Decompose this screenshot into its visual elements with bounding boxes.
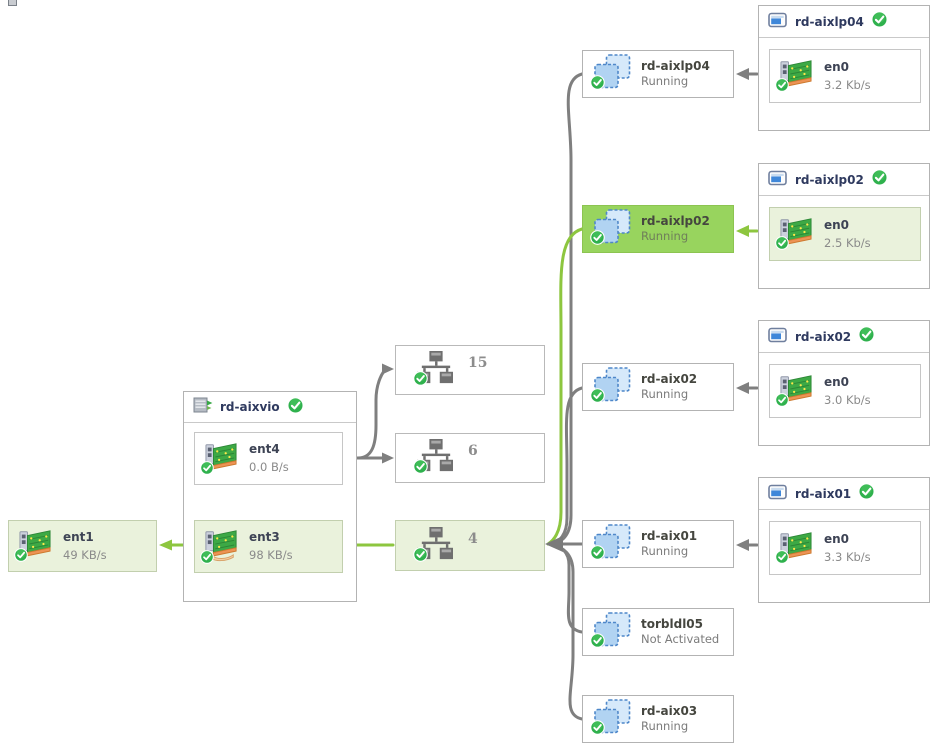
adapter-name: ent4 [249, 442, 280, 457]
host-header: rd-aix02 [759, 321, 929, 353]
adapter-node-en0[interactable]: en0 3.0 Kb/s [769, 364, 921, 418]
host-header: rd-aixlp02 [759, 164, 929, 196]
vm-partition-icon [592, 54, 632, 94]
node-switch-6[interactable]: 6 [395, 433, 545, 483]
adapter-node-en0[interactable]: en0 3.2 Kb/s [769, 49, 921, 103]
server-rack-icon [193, 397, 213, 417]
node-vio-rd-aixvio[interactable]: rd-aixvio ent4 0.0 B/s ent3 98 KB/s [183, 391, 357, 602]
arrowhead-aix01 [736, 539, 749, 551]
lpar-name: rd-aixlp04 [641, 58, 710, 73]
computer-icon [768, 170, 788, 190]
host-title: rd-aixlp02 [795, 172, 864, 187]
vio-header: rd-aixvio [184, 392, 356, 423]
status-ok-check-icon [871, 169, 888, 190]
node-lpar-rd-aix03[interactable]: rd-aix03 Running [582, 695, 734, 743]
adapter-node-ent4[interactable]: ent4 0.0 B/s [194, 432, 343, 485]
node-lpar-rd-aixlp04[interactable]: rd-aixlp04 Running [582, 50, 734, 98]
adapter-name: ent1 [63, 529, 94, 544]
lpar-status: Running [641, 544, 689, 559]
vm-partition-icon [592, 367, 632, 407]
adapter-rate: 2.5 Kb/s [824, 235, 871, 250]
vm-partition-icon [592, 524, 632, 564]
arrowhead-switch15 [382, 363, 394, 375]
status-ok-check-icon [858, 483, 875, 504]
adapter-rate: 3.3 Kb/s [824, 549, 871, 564]
vm-partition-icon [592, 612, 632, 652]
node-lpar-rd-aix02[interactable]: rd-aix02 Running [582, 363, 734, 411]
node-lpar-rd-aix01[interactable]: rd-aix01 Running [582, 520, 734, 568]
node-switch-15[interactable]: 15 [395, 345, 545, 395]
lpar-status: Running [641, 74, 689, 89]
vm-partition-icon [592, 699, 632, 739]
node-host-rd-aix01[interactable]: rd-aix01 en0 3.3 Kb/s [758, 477, 930, 603]
vio-title: rd-aixvio [220, 400, 280, 414]
computer-icon [768, 12, 788, 32]
lpar-status: Running [641, 719, 689, 734]
switch-label: 4 [468, 530, 478, 547]
node-host-rd-aix02[interactable]: rd-aix02 en0 3.0 Kb/s [758, 320, 930, 446]
lpar-name: rd-aixlp02 [641, 213, 710, 228]
node-lpar-rd-aixlp02[interactable]: rd-aixlp02 Running [582, 205, 734, 253]
network-adapter-icon [778, 58, 814, 94]
adapter-rate: 0.0 B/s [249, 460, 289, 475]
host-header: rd-aix01 [759, 478, 929, 510]
vm-partition-icon [592, 209, 632, 249]
adapter-name: en0 [824, 217, 850, 232]
arrowhead-switch4 [545, 536, 563, 552]
arrowhead-lpar04 [736, 68, 749, 80]
adapter-name: ent3 [249, 530, 280, 545]
adapter-rate: 3.2 Kb/s [824, 77, 871, 92]
status-ok-check-icon [858, 326, 875, 347]
host-title: rd-aixlp04 [795, 14, 864, 29]
window-artifact-icon [8, 0, 17, 6]
network-switch-icon [414, 351, 458, 389]
switch-label: 15 [468, 355, 488, 371]
network-switch-icon [414, 439, 458, 477]
arrowhead-aix02 [736, 382, 749, 394]
adapter-rate: 3.0 Kb/s [824, 392, 871, 407]
node-host-rd-aixlp04[interactable]: rd-aixlp04 en0 3.2 Kb/s [758, 5, 930, 131]
node-switch-4[interactable]: 4 [395, 520, 545, 571]
network-adapter-icon [778, 373, 814, 409]
arrowhead-lpar02-green [736, 225, 749, 237]
edge-torbldl05-to-switch4 [550, 543, 584, 634]
arrowhead-switch6 [382, 452, 394, 464]
computer-icon [768, 484, 788, 504]
shared-network-adapter-icon [203, 528, 239, 566]
edge-lpar02-to-switch4-green [546, 227, 584, 546]
lpar-name: torbldl05 [641, 616, 704, 631]
node-physical-adapter-ent1[interactable]: ent1 49 KB/s [8, 520, 157, 572]
status-ok-check-icon [871, 11, 888, 32]
adapter-node-ent3[interactable]: ent3 98 KB/s [194, 520, 343, 573]
arrowhead-ent1-green [159, 539, 172, 551]
status-ok-check-icon [287, 397, 304, 418]
host-title: rd-aix02 [795, 329, 852, 344]
adapter-name: en0 [824, 374, 850, 389]
network-adapter-icon [778, 216, 814, 252]
lpar-status: Running [641, 229, 689, 244]
network-adapter-icon [778, 530, 814, 566]
switch-label: 6 [468, 443, 478, 459]
adapter-rate: 98 KB/s [249, 548, 293, 563]
lpar-name: rd-aix01 [641, 528, 698, 543]
adapter-node-en0[interactable]: en0 2.5 Kb/s [769, 207, 921, 261]
computer-icon [768, 327, 788, 347]
lpar-name: rd-aix03 [641, 703, 698, 718]
network-switch-icon [414, 527, 458, 565]
adapter-rate: 49 KB/s [63, 547, 107, 562]
host-header: rd-aixlp04 [759, 6, 929, 38]
edge-aix02-to-switch4 [550, 386, 584, 546]
node-lpar-torbldl05[interactable]: torbldl05 Not Activated [582, 608, 734, 656]
node-host-rd-aixlp02[interactable]: rd-aixlp02 en0 2.5 Kb/s [758, 163, 930, 289]
adapter-node-en0[interactable]: en0 3.3 Kb/s [769, 521, 921, 575]
lpar-status: Not Activated [641, 632, 720, 647]
lpar-name: rd-aix02 [641, 371, 698, 386]
adapter-name: en0 [824, 531, 850, 546]
network-adapter-icon [203, 441, 239, 477]
host-title: rd-aix01 [795, 486, 852, 501]
network-adapter-icon [17, 528, 53, 564]
lpar-status: Running [641, 387, 689, 402]
adapter-name: en0 [824, 59, 850, 74]
